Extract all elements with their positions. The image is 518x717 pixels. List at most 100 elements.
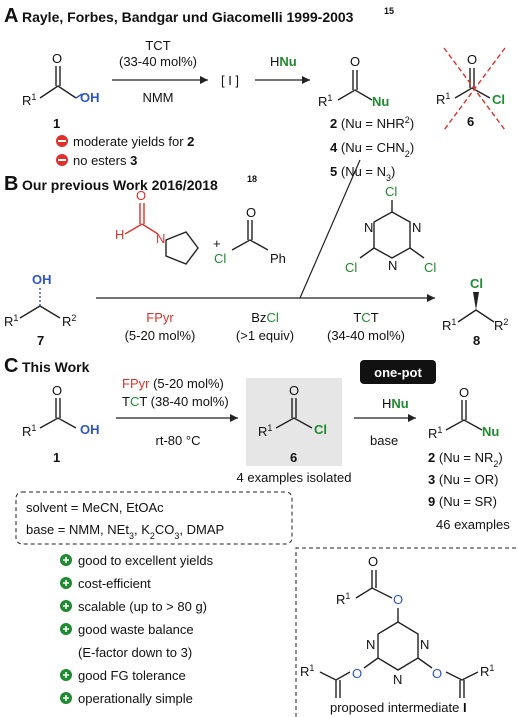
section-b-letter: B	[4, 173, 18, 195]
note-1: moderate yields for 2	[56, 134, 194, 149]
bullet-list: good to excellent yields cost-efficient …	[60, 553, 214, 706]
fpyr-structure: H N O	[115, 188, 199, 265]
section-a-letter: A	[4, 5, 18, 27]
acyl-r1: R1	[436, 91, 450, 107]
int-n-3: N	[393, 672, 402, 687]
section-b-ref: 18	[247, 174, 257, 184]
section-a-ref: 15	[384, 6, 394, 16]
alcohol-r1: R1	[4, 313, 18, 329]
b-reagent-tct: TCT	[353, 310, 378, 325]
svg-text:moderate yields for 2: moderate yields for 2	[73, 134, 194, 149]
c-acid-r1: R1	[22, 423, 36, 439]
fpyr-n: N	[156, 231, 165, 246]
compound-7-label: 7	[37, 333, 44, 348]
bzcl-ph: Ph	[270, 251, 286, 266]
product-nu: Nu	[372, 94, 389, 109]
c-reagent-fpyr: FPyr (5-20 mol%)	[122, 376, 224, 391]
c-line-3: 3 (Nu = OR)	[428, 472, 498, 487]
line-compound-5: 5 (Nu = N3)	[330, 164, 395, 183]
product-amide-general: O Nu R1	[318, 54, 389, 109]
b-reagent-tct-amount: (34-40 mol%)	[327, 328, 405, 343]
c-acyl-o: O	[289, 383, 299, 398]
tct-n-3: N	[388, 258, 397, 273]
bzcl-cl: Cl	[214, 251, 226, 266]
note-2: no esters 3	[56, 153, 137, 168]
c-product-general: O Nu R1	[428, 385, 499, 441]
svg-text:operationally simple: operationally simple	[78, 691, 193, 706]
c-acid-oh: OH	[80, 422, 100, 437]
section-a: A Rayle, Forbes, Bandgar und Giacomelli …	[4, 5, 506, 183]
svg-text:good FG tolerance: good FG tolerance	[78, 668, 186, 683]
bullet-continuation: (E-factor down to 3)	[78, 645, 192, 660]
b-reagent-bzcl-amount: (>1 equiv)	[236, 328, 294, 343]
product-8-r1: R1	[442, 317, 456, 333]
carbonyl-o: O	[52, 51, 62, 66]
hnu-reagent: HNu	[270, 54, 297, 69]
tct-structure: Cl Cl Cl N N N	[345, 184, 436, 275]
hydroxyl-oh: OH	[80, 90, 100, 105]
section-b-title: Our previous Work 2016/2018	[22, 177, 218, 193]
c-compound-1-label: 1	[53, 450, 60, 465]
int-o-left: O	[352, 666, 362, 681]
b-reagent-bzcl: BzCl	[251, 310, 279, 325]
compound-6-label: 6	[467, 114, 474, 129]
product-o: O	[350, 54, 360, 69]
c-acyl-cl: Cl	[314, 422, 327, 437]
section-a-title: Rayle, Forbes, Bandgar und Giacomelli 19…	[22, 9, 354, 25]
bullet-item: good FG tolerance	[60, 668, 186, 683]
tct-cl-right: Cl	[424, 260, 436, 275]
base-line: base = NMM, NEt3, K2CO3, DMAP	[26, 522, 224, 541]
section-c-title: This Work	[22, 359, 90, 375]
fpyr-h: H	[115, 227, 124, 242]
r1-label: R1	[22, 92, 36, 108]
c-compound-6-label: 6	[290, 450, 297, 465]
proposed-intermediate-structure: N N N O O R1 O R1 O R1	[300, 554, 494, 698]
tct-n-2: N	[364, 220, 373, 235]
fpyr-o: O	[136, 188, 146, 203]
section-c: C This Work O OH R1 1 FPyr (5-20 mol%) T…	[4, 355, 518, 717]
section-b: B Our previous Work 2016/2018 18 H N O +…	[4, 159, 508, 348]
line-compound-2: 2 (Nu = NHR2)	[330, 115, 414, 131]
alcohol-r2: R2	[62, 313, 76, 329]
compound-8-label: 8	[473, 333, 480, 348]
bullet-item: scalable (up to > 80 g)	[60, 599, 207, 614]
c-product-r1: R1	[428, 425, 442, 441]
bullet-item: cost-efficient	[60, 576, 151, 591]
crossed-acyl-chloride-6: O Cl R1 6	[436, 47, 506, 131]
bullet-item: good to excellent yields	[60, 553, 214, 568]
isolated-box	[246, 378, 342, 466]
c-base: base	[370, 433, 398, 448]
connector-slash	[299, 159, 361, 299]
int-n-2: N	[366, 637, 375, 652]
alkyl-chloride-8: Cl R1 R2 8	[442, 276, 508, 348]
bullet-item: operationally simple	[60, 691, 193, 706]
svg-text:good waste balance: good waste balance	[78, 622, 194, 637]
solvent-line: solvent = MeCN, EtOAc	[26, 500, 164, 515]
bzcl-structure: O Cl Ph	[214, 205, 286, 266]
tct-n-1: N	[412, 220, 421, 235]
int-o-top: O	[393, 592, 403, 607]
one-pot-badge	[360, 360, 436, 384]
c-line-2: 2 (Nu = NR2)	[428, 450, 503, 469]
reagent-nmm: NMM	[142, 90, 173, 105]
product-8-cl: Cl	[470, 276, 483, 291]
section-c-letter: C	[4, 355, 18, 377]
intermediate-caption: proposed intermediate I	[330, 700, 467, 715]
alcohol-oh: OH	[32, 272, 52, 287]
b-reagent-fpyr-amount: (5-20 mol%)	[125, 328, 196, 343]
svg-text:no esters 3: no esters 3	[73, 153, 137, 168]
acyl-o: O	[467, 52, 477, 67]
reagent-tct: TCT	[145, 38, 170, 53]
b-reagent-fpyr: FPyr	[146, 310, 174, 325]
int-co-top: O	[368, 554, 378, 569]
c-acid-o: O	[52, 383, 62, 398]
carboxylic-acid-1: O OH R1 1	[22, 51, 100, 131]
reagent-tct-amount: (33-40 mol%)	[119, 54, 197, 69]
svg-text:good to excellent yields: good to excellent yields	[78, 553, 214, 568]
plus-sign: +	[213, 236, 221, 251]
c-line-9: 9 (Nu = SR)	[428, 494, 497, 509]
alcohol-7: OH R1 R2 7	[4, 272, 76, 348]
intermediate-i: [ I ]	[221, 73, 239, 88]
svg-text:cost-efficient: cost-efficient	[78, 576, 151, 591]
